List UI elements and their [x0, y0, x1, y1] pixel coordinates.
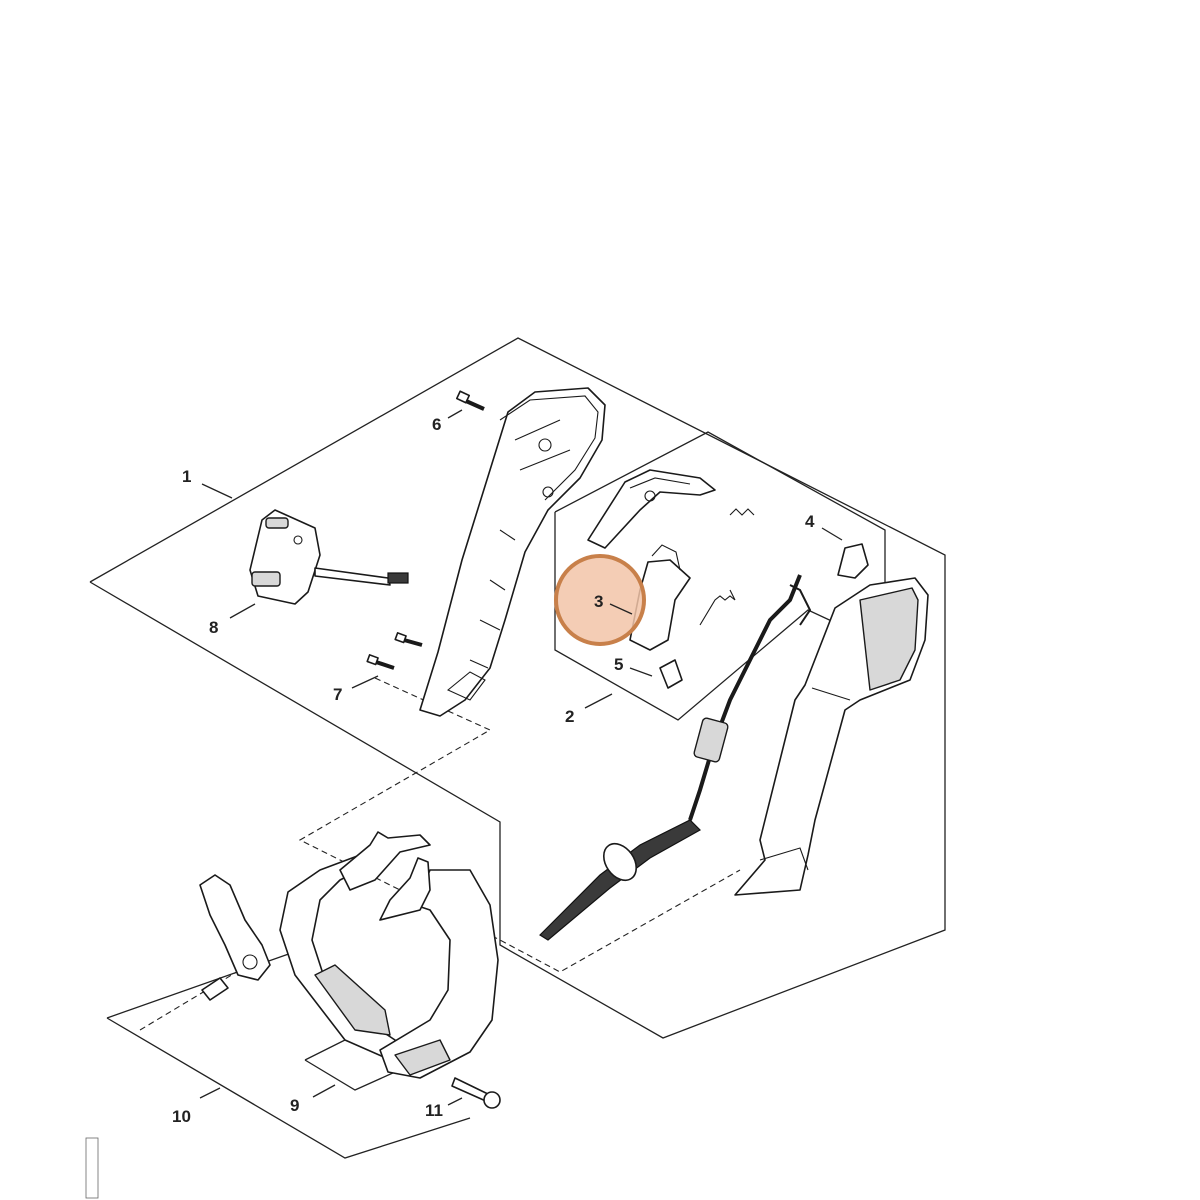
callout-11: 11: [425, 1101, 443, 1120]
callout-7: 7: [333, 685, 342, 704]
callout-5: 5: [614, 655, 623, 674]
screw-part-6: [447, 390, 485, 419]
latch-lever-part: [199, 874, 271, 981]
lower-housing-part-10: [379, 857, 499, 1079]
screw-part-7: [351, 632, 423, 689]
callout-labels: 1 2 3 4 5 6 7 8 9 10 11: [172, 415, 815, 1126]
callout-2: 2: [565, 707, 574, 726]
callout-3: 3: [594, 592, 603, 611]
alignment-lines: [139, 677, 741, 1031]
switch-module-part-8: [229, 509, 409, 619]
wiring-harness-part: [539, 574, 812, 941]
throttle-trigger-part-5: [629, 544, 691, 689]
pin-part: [201, 977, 229, 1001]
clip-part-4: [821, 527, 869, 579]
callout-6: 6: [432, 415, 441, 434]
handle-shell-part: [419, 387, 606, 717]
callout-10: 10: [172, 1107, 191, 1126]
callout-9: 9: [290, 1096, 299, 1115]
callout-1: 1: [182, 467, 191, 486]
document-id-mark: [85, 1137, 99, 1199]
handle-grip-part: [734, 577, 929, 896]
trigger-lever-part: [587, 469, 716, 549]
highlight-marker: [554, 554, 646, 646]
lower-housing-part-9: [279, 831, 431, 1063]
screw-part-11: [447, 1077, 501, 1109]
spring-part: [699, 508, 755, 626]
callout-8: 8: [209, 618, 218, 637]
callout-4: 4: [805, 512, 815, 531]
assembly-frame-1: [89, 337, 946, 1039]
